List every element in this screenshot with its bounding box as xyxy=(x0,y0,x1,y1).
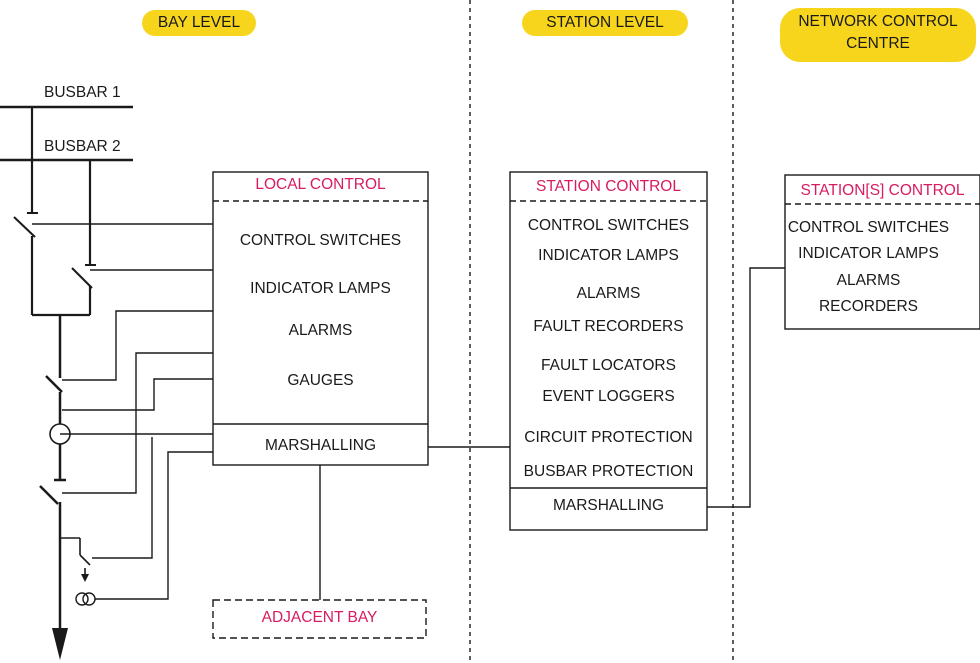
bay-level-label: BAY LEVEL xyxy=(157,14,241,31)
network-item: CONTROL SWITCHES xyxy=(787,219,950,236)
local-item: INDICATOR LAMPS xyxy=(250,280,391,297)
feeder-arrow xyxy=(52,628,68,660)
local-item: ALARMS xyxy=(288,322,353,339)
network-item: ALARMS xyxy=(836,272,901,289)
network-level-highlight xyxy=(780,8,976,62)
adjacent-bay-box xyxy=(212,599,427,639)
busbar-1-label: BUSBAR 1 xyxy=(44,84,121,101)
network-item: INDICATOR LAMPS xyxy=(798,245,939,262)
network-level-label-1: NETWORK CONTROL xyxy=(798,13,958,30)
network-control-box xyxy=(784,174,980,330)
network-level-label-2: CENTRE xyxy=(846,35,910,52)
local-marshalling: MARSHALLING xyxy=(264,437,377,454)
station-control-box xyxy=(509,171,708,531)
station-item: ALARMS xyxy=(576,285,641,302)
station-level-highlight xyxy=(522,10,688,36)
station-level-label: STATION LEVEL xyxy=(546,14,664,31)
network-control-title: STATION[S] CONTROL xyxy=(800,182,965,199)
station-item: CONTROL SWITCHES xyxy=(527,217,690,234)
local-item: CONTROL SWITCHES xyxy=(239,232,402,249)
busbar-2-label: BUSBAR 2 xyxy=(44,138,121,155)
station-marshalling: MARSHALLING xyxy=(552,497,665,514)
network-item: RECORDERS xyxy=(818,298,919,315)
bay-level-highlight xyxy=(142,10,256,36)
station-item: CIRCUIT PROTECTION xyxy=(524,429,693,446)
station-item: BUSBAR PROTECTION xyxy=(523,463,694,480)
adjacent-bay-label: ADJACENT BAY xyxy=(261,609,378,626)
local-control-box xyxy=(212,171,429,466)
local-control-title: LOCAL CONTROL xyxy=(255,176,386,193)
station-control-title: STATION CONTROL xyxy=(536,178,681,195)
station-item: EVENT LOGGERS xyxy=(542,388,675,405)
earth-arrow xyxy=(81,574,89,582)
station-item: FAULT LOCATORS xyxy=(541,357,676,374)
station-item: INDICATOR LAMPS xyxy=(538,247,679,264)
station-item: FAULT RECORDERS xyxy=(533,318,684,335)
local-item: GAUGES xyxy=(287,372,354,389)
